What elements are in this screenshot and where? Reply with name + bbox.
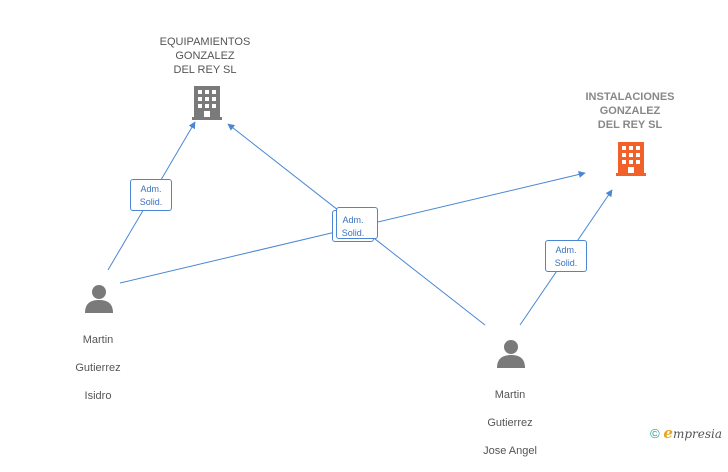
person-name-line: Jose Angel (483, 445, 537, 457)
empresia-logo-initial: e (663, 424, 673, 442)
company-name-line: DEL REY SL (597, 119, 663, 131)
company-name-line: DEL REY SL (173, 64, 237, 76)
role-badge-line: Adm. (342, 215, 364, 225)
company-name-equipamientos[interactable]: EQUIPAMIENTOS GONZALEZ DEL REY SL (150, 35, 260, 77)
empresia-logo: empresia (663, 424, 722, 442)
company-name-line: EQUIPAMIENTOS (159, 36, 251, 48)
role-badge-line: Adm. (555, 245, 577, 255)
role-badge-line: Solid. (139, 197, 163, 207)
company-name-instalaciones[interactable]: INSTALACIONES GONZALEZ DEL REY SL (570, 90, 690, 132)
role-badge-line: Adm. (140, 184, 162, 194)
role-badge-line: Solid. (341, 228, 365, 238)
building-icon[interactable] (616, 140, 646, 176)
person-icon[interactable] (496, 338, 526, 368)
company-name-line: GONZALEZ (175, 50, 235, 62)
role-badge[interactable]: Adm. Solid. (130, 179, 172, 211)
person-name-jose-angel[interactable]: Martin Gutierrez Jose Angel (468, 374, 552, 472)
person-icon[interactable] (84, 283, 114, 313)
role-badge[interactable]: Adm. Solid. (545, 240, 587, 272)
person-name-line: Martin (82, 334, 114, 346)
role-badge-stacked[interactable]: Adm. Solid. (332, 207, 378, 242)
company-name-line: INSTALACIONES (585, 91, 675, 103)
building-icon[interactable] (192, 84, 222, 120)
person-name-line: Martin (494, 389, 526, 401)
role-badge-line: Solid. (554, 258, 578, 268)
company-name-line: GONZALEZ (599, 105, 661, 117)
person-name-line: Isidro (84, 390, 112, 402)
person-name-isidro[interactable]: Martin Gutierrez Isidro (60, 319, 136, 417)
empresia-logo-text: mpresia (672, 427, 722, 441)
person-name-line: Gutierrez (75, 362, 121, 374)
copyright-symbol: © (650, 426, 660, 441)
empresia-watermark: © empresia (650, 424, 722, 442)
person-name-line: Gutierrez (487, 417, 533, 429)
